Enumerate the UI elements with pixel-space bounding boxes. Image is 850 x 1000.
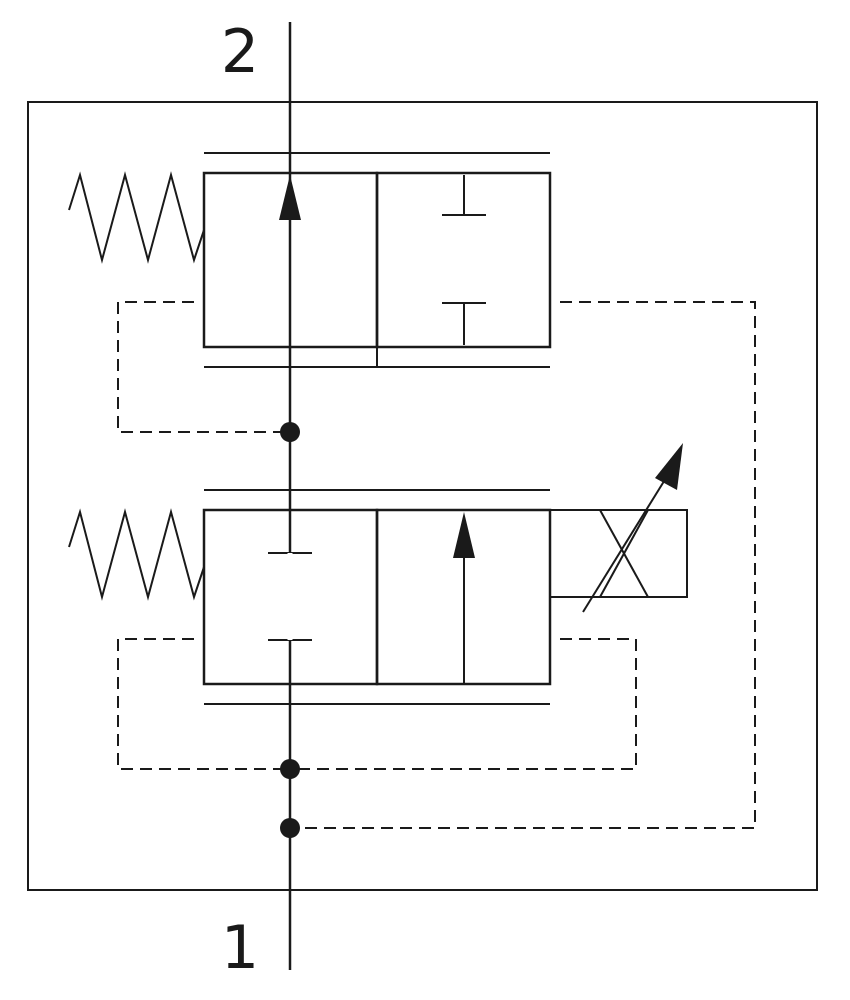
valve-block-enclosure	[27, 101, 818, 891]
proportional-solenoid-icon	[549, 509, 688, 598]
upper-valve	[68, 152, 552, 368]
upper-valve-closed-envelope	[375, 171, 552, 349]
junction-dot-lower	[280, 818, 300, 838]
upper-right-pilot-line	[290, 301, 756, 829]
lower-valve-spring-icon	[68, 508, 205, 601]
lower-left-pilot-line	[117, 638, 290, 770]
variable-adjustment-arrow-line	[582, 477, 667, 613]
lower-valve-flow-arrow-icon	[453, 512, 475, 558]
variable-adjustment-arrow-icon	[655, 443, 683, 490]
upper-valve-flow-arrow-icon	[279, 175, 301, 220]
port-1-label: 1	[221, 913, 259, 983]
junction-dot-middle	[280, 759, 300, 779]
junction-dot-upper	[280, 422, 300, 442]
lower-valve	[68, 443, 688, 705]
upper-left-pilot-line	[117, 301, 290, 433]
port-2-label: 2	[221, 17, 259, 87]
solenoid-winding-diag-2	[599, 509, 649, 598]
upper-valve-spring-icon	[68, 171, 205, 264]
lower-right-pilot-line	[290, 638, 637, 770]
